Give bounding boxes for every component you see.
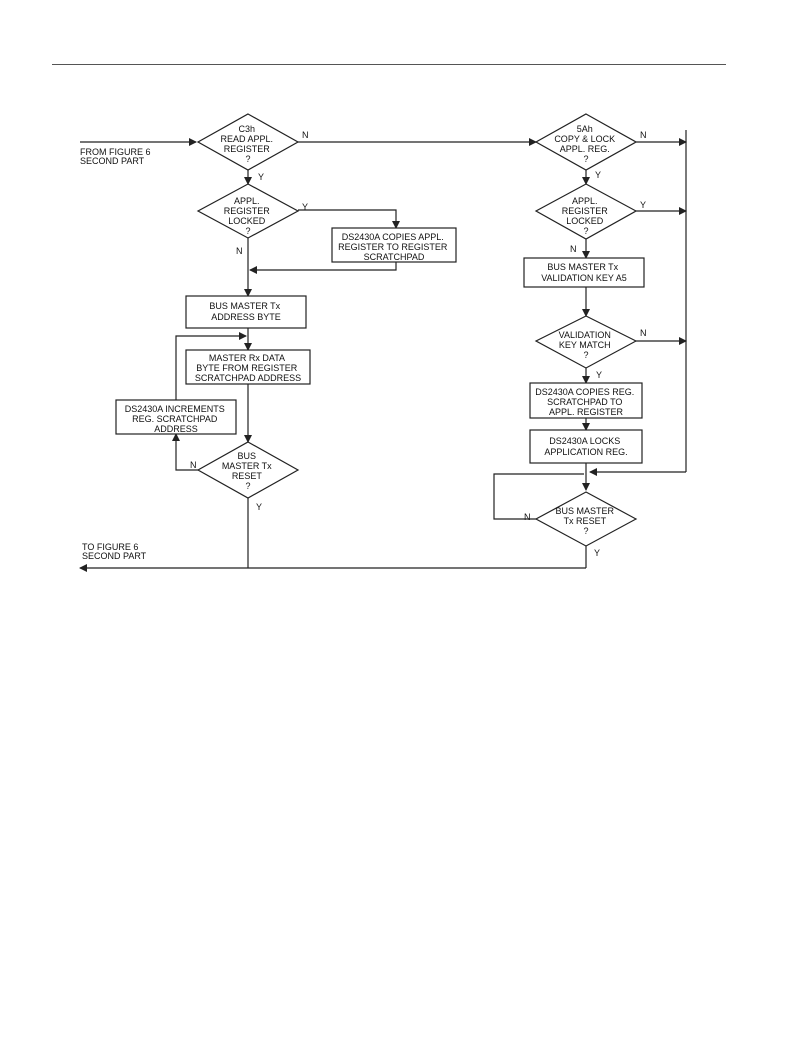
bus-master-reset-right-text: BUS MASTER Tx RESET ? <box>555 506 616 536</box>
validation-match-text: VALIDATION KEY MATCH ? <box>559 330 614 360</box>
edge-label-y: Y <box>596 370 602 380</box>
copy-lock-decision <box>534 113 638 171</box>
locks-app-text: DS2430A LOCKS APPLICATION REG. <box>544 436 627 457</box>
edge-label-n: N <box>640 328 647 338</box>
appl-locked-right-decision <box>534 183 638 240</box>
edge-label-y: Y <box>258 172 264 182</box>
copies-appl-text: DS2430A COPIES APPL. REGISTER TO REGISTE… <box>338 232 450 262</box>
bus-master-reset-left-text: BUS MASTER Tx RESET ? <box>222 451 274 491</box>
read-appl-decision <box>196 113 300 171</box>
copies-appl-box <box>331 227 457 263</box>
copy-lock-text: 5Ah COPY & LOCK APPL. REG. ? <box>554 124 617 164</box>
bus-master-reset-left-decision <box>196 441 300 499</box>
read-appl-text: C3h READ APPL. REGISTER ? <box>220 124 275 164</box>
increments-box <box>115 399 237 435</box>
master-rx-data-text: MASTER Rx DATA BYTE FROM REGISTER SCRATC… <box>195 353 301 383</box>
bus-master-tx-address-box <box>185 295 307 329</box>
appl-locked-left-decision <box>196 183 300 239</box>
edge-label-y: Y <box>640 200 646 210</box>
to-figure-label: TO FIGURE 6 SECOND PART <box>82 542 147 561</box>
bus-master-tx-address-text: BUS MASTER Tx ADDRESS BYTE <box>209 301 282 322</box>
increments-text: DS2430A INCREMENTS REG. SCRATCHPAD ADDRE… <box>125 404 228 434</box>
copies-reg-text: DS2430A COPIES REG. SCRATCHPAD TO APPL. … <box>535 387 637 417</box>
validation-key-text: BUS MASTER Tx VALIDATION KEY A5 <box>541 262 627 283</box>
copies-reg-box <box>529 382 643 419</box>
locks-app-box <box>529 429 643 464</box>
edge-label-y: Y <box>256 502 262 512</box>
appl-locked-right-text: APPL. REGISTER LOCKED ? <box>562 196 611 236</box>
edge-label-n: N <box>190 460 197 470</box>
edge-label-y: Y <box>302 202 308 212</box>
validation-key-box <box>523 257 645 288</box>
edge-label-y: Y <box>595 170 601 180</box>
header-rule <box>52 64 726 65</box>
edge-label-n: N <box>640 130 647 140</box>
edge-label-y: Y <box>594 548 600 558</box>
appl-locked-left-text: APPL. REGISTER LOCKED ? <box>224 196 273 236</box>
master-rx-data-box <box>185 349 311 385</box>
validation-match-decision <box>534 315 638 369</box>
connectors <box>79 130 687 572</box>
bus-master-reset-right-decision <box>534 491 638 547</box>
edge-label-n: N <box>302 130 309 140</box>
edge-label-n: N <box>524 512 531 522</box>
edge-label-n: N <box>570 244 577 254</box>
from-figure-label: FROM FIGURE 6 SECOND PART <box>80 147 153 166</box>
edge-label-n: N <box>236 246 243 256</box>
